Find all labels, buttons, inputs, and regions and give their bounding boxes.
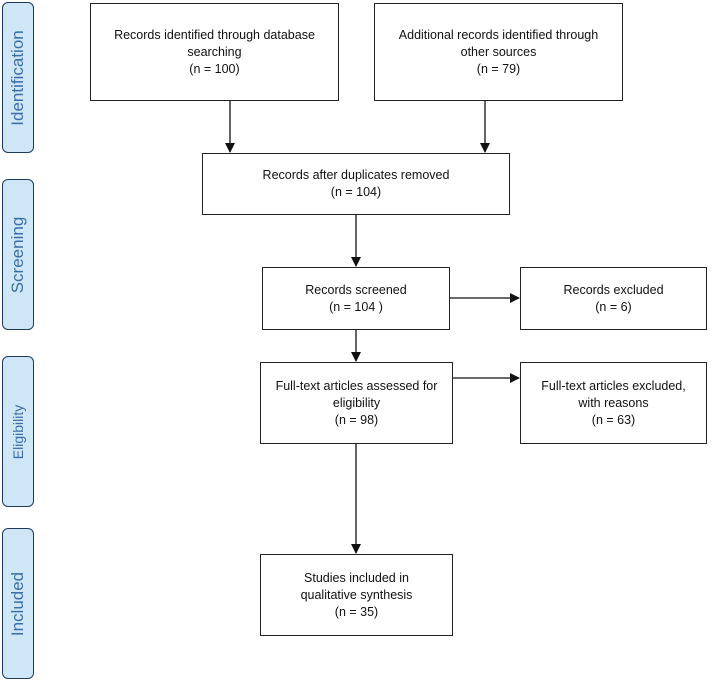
box-duplicates-removed: Records after duplicates removed (n = 10… bbox=[202, 153, 510, 215]
box-other-count: (n = 79) bbox=[476, 61, 521, 76]
box-other-records: Additional records identified through ot… bbox=[374, 3, 623, 101]
box-other-line2: other sources bbox=[460, 44, 537, 59]
box-fulltext-excluded: Full-text articles excluded, with reason… bbox=[520, 362, 707, 444]
box-excluded-count: (n = 6) bbox=[595, 299, 632, 314]
box-database-records: Records identified through database sear… bbox=[90, 3, 339, 101]
box-fulltext-excluded-line1: Full-text articles excluded, bbox=[541, 378, 686, 393]
box-fulltext-count: (n = 98) bbox=[334, 412, 379, 427]
box-database-line1: Records identified through database bbox=[114, 27, 315, 42]
box-screened-count: (n = 104 ) bbox=[329, 299, 383, 314]
box-excluded-line1: Records excluded bbox=[563, 282, 664, 297]
phase-eligibility: Eligibility bbox=[2, 356, 34, 507]
box-fulltext-assessed: Full-text articles assessed for eligibil… bbox=[260, 362, 453, 444]
box-fulltext-line1: Full-text articles assessed for bbox=[275, 378, 438, 393]
box-fulltext-line2: eligibility bbox=[332, 395, 381, 410]
box-included-line2: qualitative synthesis bbox=[300, 587, 413, 602]
phase-screening: Screening bbox=[2, 179, 34, 330]
box-fulltext-excluded-line2: with reasons bbox=[578, 395, 649, 410]
phase-included: Included bbox=[2, 528, 34, 679]
box-screened-line1: Records screened bbox=[305, 282, 407, 297]
box-database-count: (n = 100) bbox=[189, 61, 240, 76]
box-fulltext-excluded-count: (n = 63) bbox=[591, 412, 636, 427]
box-records-screened: Records screened (n = 104 ) bbox=[262, 267, 450, 330]
box-included-line1: Studies included in bbox=[304, 570, 409, 585]
box-studies-included: Studies included in qualitative synthesi… bbox=[260, 554, 453, 636]
phase-identification: Identification bbox=[2, 2, 34, 153]
box-duplicates-count: (n = 104) bbox=[330, 185, 382, 199]
box-included-count: (n = 35) bbox=[334, 604, 379, 619]
box-database-line2: searching bbox=[187, 44, 242, 59]
box-records-excluded: Records excluded (n = 6) bbox=[520, 267, 707, 330]
box-other-line1: Additional records identified through bbox=[398, 27, 599, 42]
box-duplicates-line1: Records after duplicates removed bbox=[262, 168, 450, 182]
